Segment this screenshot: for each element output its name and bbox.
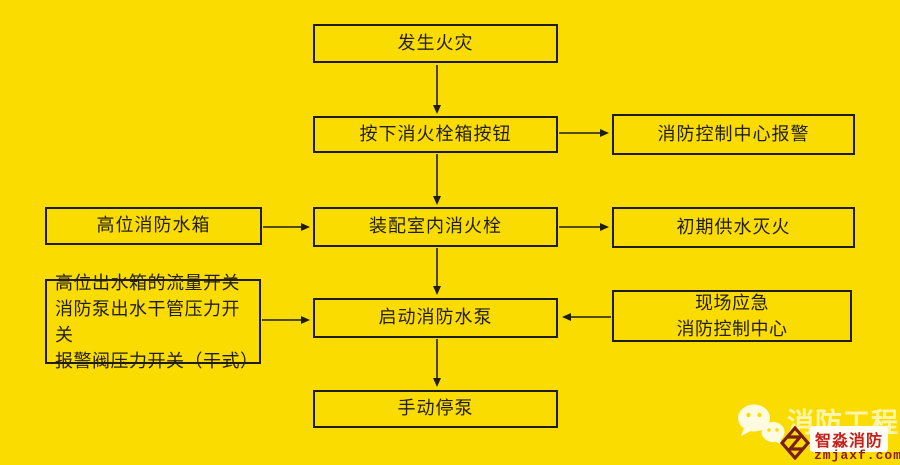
node-label-line: 高位出水箱的流量开关 <box>55 272 240 293</box>
node-onsite-emergency-control-center: 现场应急 消防控制中心 <box>612 290 852 342</box>
node-label: 启动消防水泵 <box>378 307 493 328</box>
node-label-line: 报警阀压力开关（干式） <box>55 350 259 371</box>
node-label: 高位消防水箱 <box>96 215 211 236</box>
node-high-level-water-tank: 高位消防水箱 <box>45 207 262 245</box>
node-label: 初期供水灭火 <box>676 216 791 237</box>
brand-website: zmjaxf.com <box>814 448 900 463</box>
node-label: 消防控制中心报警 <box>657 123 810 144</box>
node-pressure-flow-switches: 高位出水箱的流量开关 消防泵出水干管压力开关 报警阀压力开关（干式） <box>45 273 261 371</box>
node-start-fire-pump: 启动消防水泵 <box>313 298 558 338</box>
node-label: 装配室内消火栓 <box>369 216 502 237</box>
wechat-bubbles-icon <box>738 404 785 445</box>
diamond-logo-icon <box>780 426 810 460</box>
brand-watermark: 消防工程 智淼消防 zmjaxf.com <box>730 396 900 465</box>
node-fire-occurs: 发生火灾 <box>313 24 558 63</box>
node-control-center-alarm: 消防控制中心报警 <box>612 114 855 155</box>
node-label-line: 消防控制中心 <box>676 319 788 339</box>
node-indoor-hydrant: 装配室内消火栓 <box>313 207 558 247</box>
node-press-hydrant-button: 按下消火栓箱按钮 <box>313 116 558 153</box>
brand-name-badge: 智淼消防 <box>810 426 889 452</box>
node-initial-water-supply: 初期供水灭火 <box>612 207 855 248</box>
node-label-line: 消防泵出水干管压力开关 <box>55 298 240 345</box>
node-label: 手动停泵 <box>397 398 474 419</box>
node-label: 发生火灾 <box>397 32 474 53</box>
node-label: 按下消火栓箱按钮 <box>359 123 512 144</box>
node-label-line: 现场应急 <box>695 293 769 313</box>
node-manual-pump-stop: 手动停泵 <box>313 390 558 428</box>
